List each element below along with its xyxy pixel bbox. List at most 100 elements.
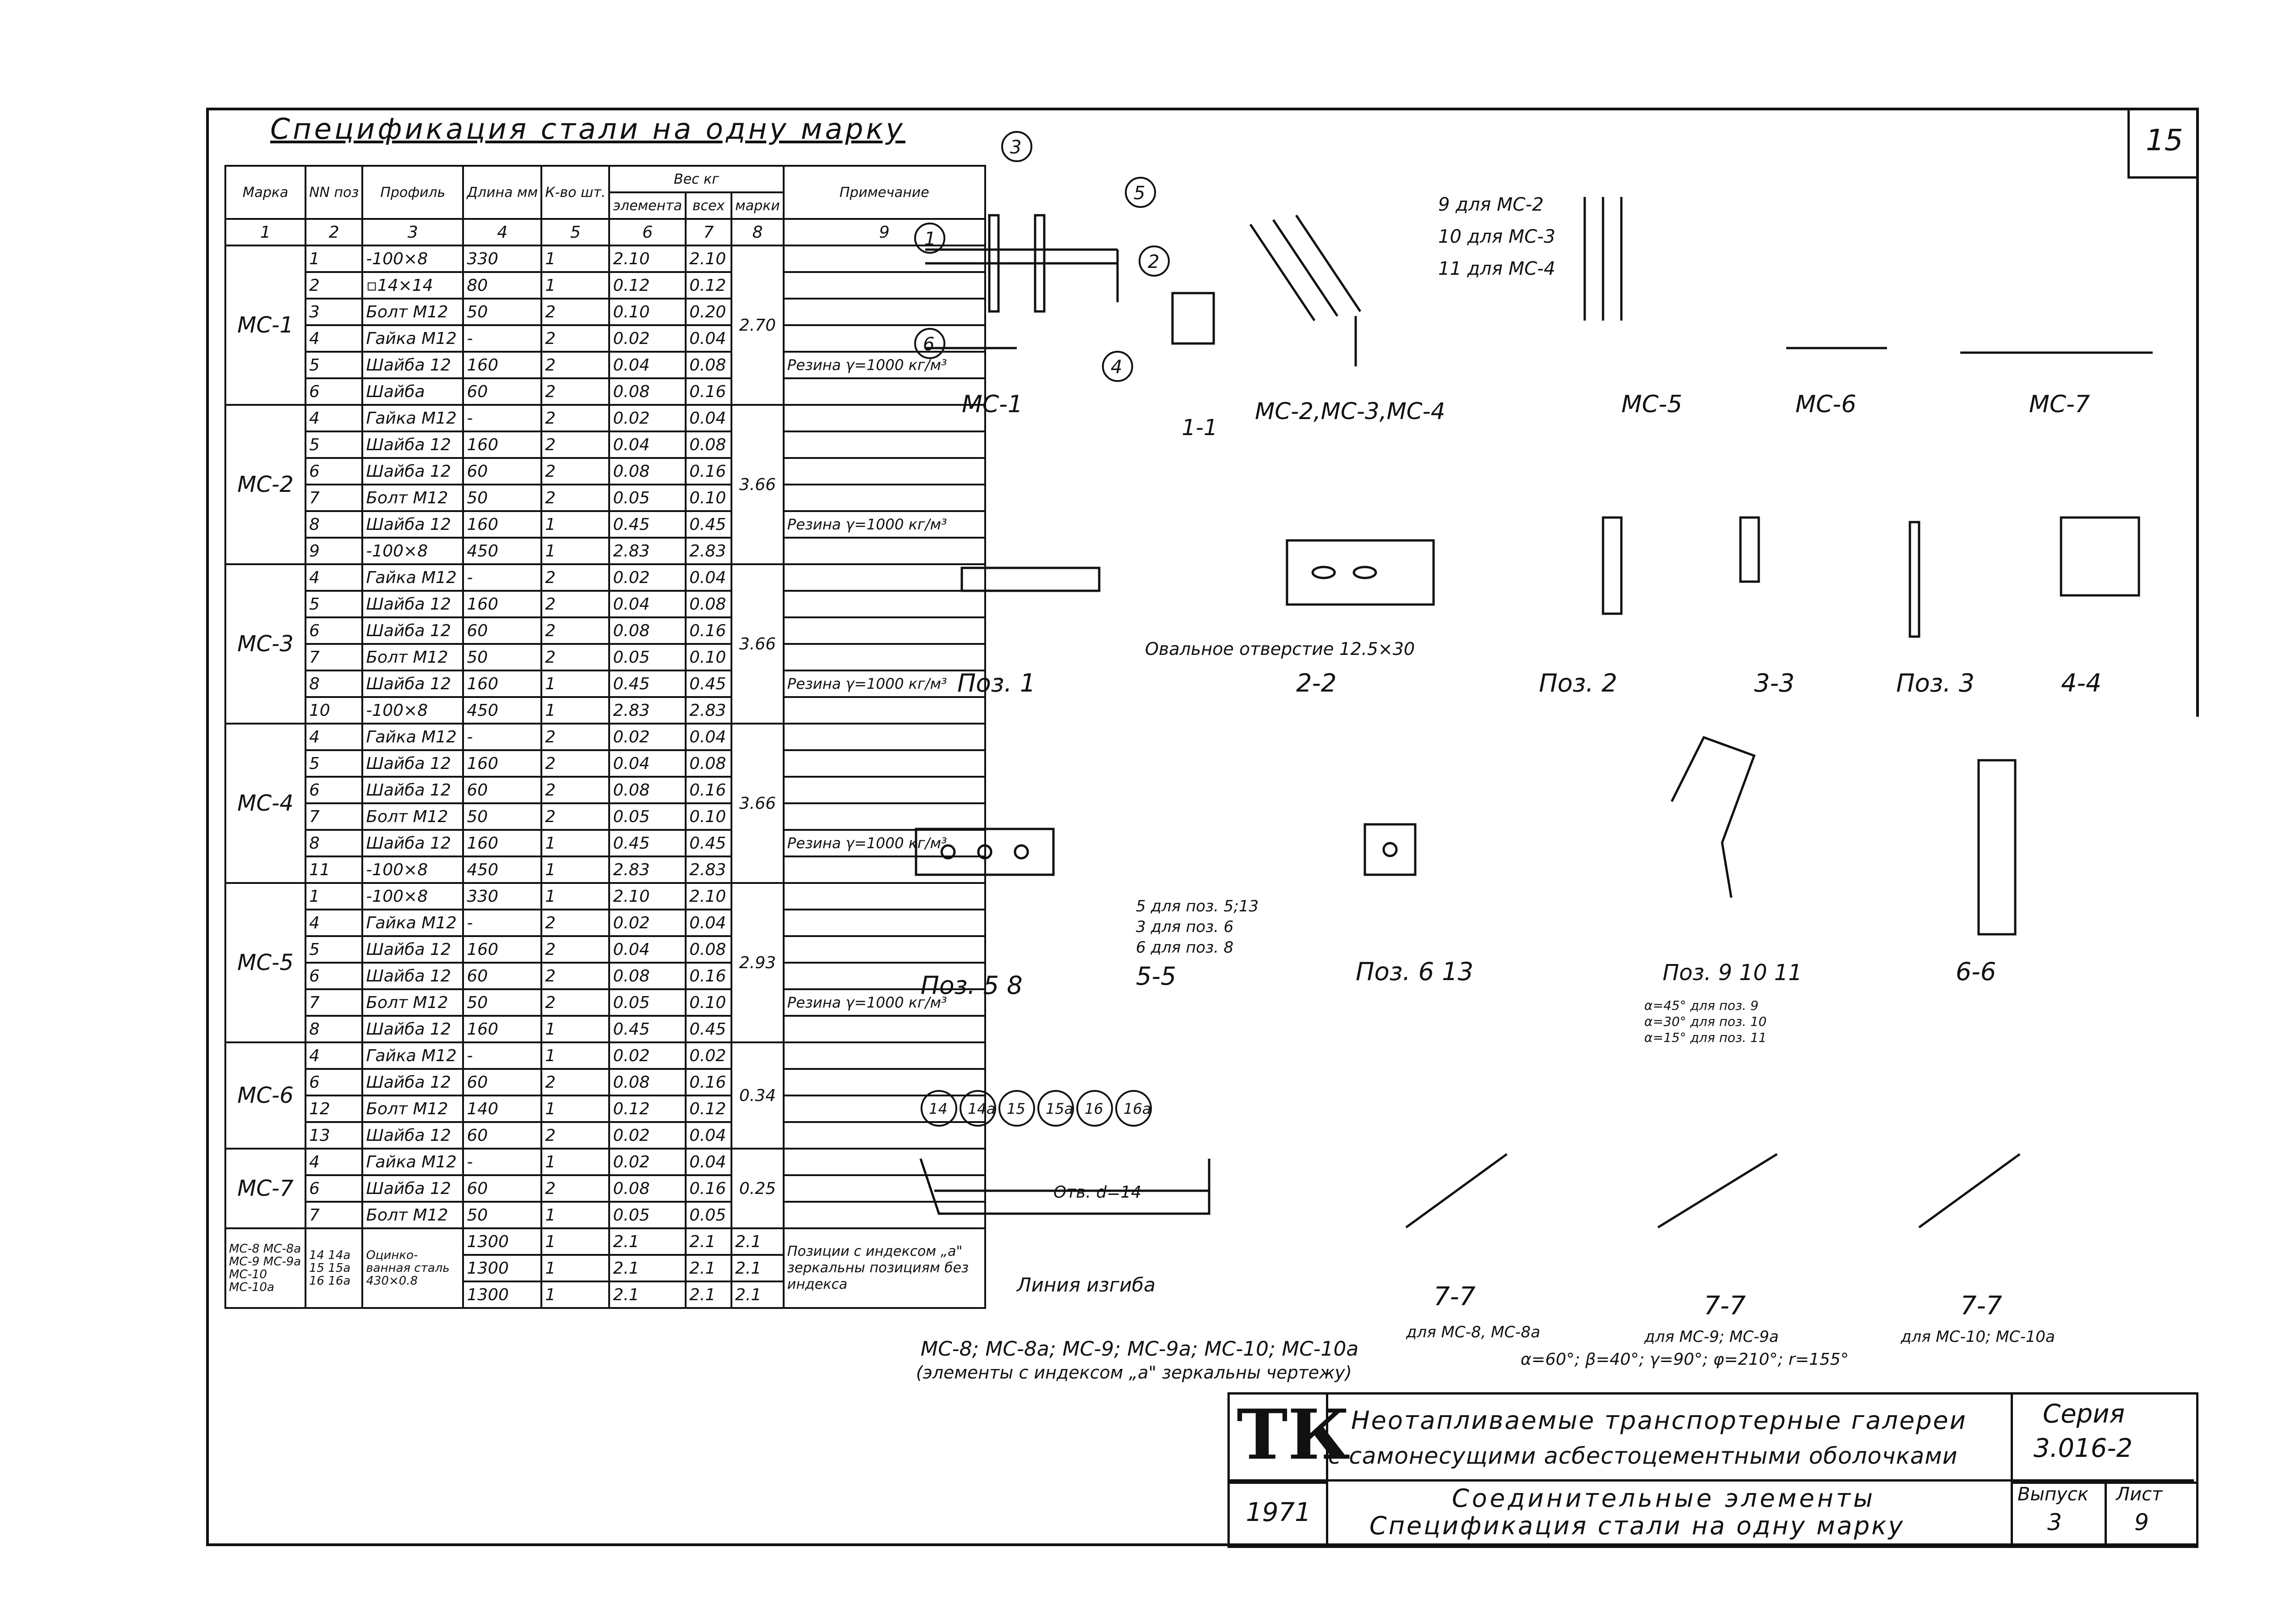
- col-number: 3: [361, 218, 464, 246]
- cell-profile: Шайба 12: [361, 1121, 464, 1150]
- note-cell: [782, 1095, 986, 1123]
- cell-w-elem: 0.08: [608, 776, 687, 804]
- cell-length: 50: [462, 802, 543, 831]
- bend-line-label: Линия изгиба: [1016, 1274, 1156, 1296]
- note-cell: [782, 1068, 986, 1096]
- cell-qty: 2: [540, 616, 611, 645]
- pos1-plate: [960, 567, 1101, 592]
- frame-right-line: [2196, 108, 2199, 717]
- cell-pos: 4: [304, 404, 364, 432]
- header-length: Длина мм: [462, 165, 543, 220]
- cell-w-mark: 2.1: [731, 1254, 785, 1282]
- cell-length: 60: [462, 1068, 543, 1096]
- cell-w-elem: 0.02: [608, 404, 687, 432]
- cell-qty: 1: [540, 882, 611, 910]
- oval-hole-note: Овальное отверстие 12.5×30: [1145, 639, 1415, 659]
- cell-profile: Шайба 12: [361, 457, 464, 485]
- note-cell: [782, 1174, 986, 1203]
- callout-circle: [914, 223, 945, 254]
- legend-pos10: 10 для МС-3: [1438, 226, 1555, 247]
- cell-profile: -100×8: [361, 856, 464, 884]
- cell-profile: Болт М12: [361, 643, 464, 671]
- cell-pos: 4: [304, 563, 364, 592]
- cell-length: -: [462, 1041, 543, 1070]
- oval-hole: [1352, 566, 1377, 579]
- cell-pos: 5: [304, 351, 364, 379]
- mark-cell: МС-6: [224, 1041, 306, 1150]
- note-cell: [782, 696, 986, 725]
- cell-pos: 4: [304, 1041, 364, 1070]
- note-cell: Резина γ=1000 кг/м³: [782, 351, 986, 379]
- cell-profile: Гайка М12: [361, 563, 464, 592]
- mark-total-weight: 0.34: [731, 1041, 785, 1150]
- cell-qty: 2: [540, 563, 611, 592]
- cell-length: 50: [462, 298, 543, 326]
- cell-w-mark: 2.1: [731, 1281, 785, 1309]
- cell-pos: 6: [304, 377, 364, 406]
- cell-length: 450: [462, 537, 543, 565]
- note-cell: [782, 377, 986, 406]
- titleblock-sheet-title-1: Соединительные элементы: [1452, 1484, 1876, 1513]
- cell-pos: 5: [304, 590, 364, 618]
- note-cell: [782, 1121, 986, 1150]
- cell-profile: Шайба 12: [361, 670, 464, 698]
- cell-length: 160: [462, 351, 543, 379]
- callout-circle: [1139, 245, 1170, 277]
- mirror-note: (элементы с индексом „а" зеркальны черте…: [916, 1362, 1352, 1383]
- note-cell: [782, 298, 986, 326]
- header-profile: Профиль: [361, 165, 464, 220]
- cell-length: 160: [462, 829, 543, 857]
- cell-profile: -100×8: [361, 537, 464, 565]
- mark-total-weight: 2.93: [731, 882, 785, 1043]
- cell-pos: 7: [304, 1201, 364, 1229]
- cell-w-all: 0.10: [685, 484, 733, 512]
- for-pos-note: 3 для поз. 6: [1136, 918, 1233, 936]
- cell-profile: Шайба 12: [361, 776, 464, 804]
- pos613-plate: [1363, 823, 1417, 876]
- callout-number: 15: [1007, 1100, 1025, 1117]
- cell-qty: 1: [540, 537, 611, 565]
- cell-pos: 8: [304, 510, 364, 539]
- cell-w-elem: 0.45: [608, 670, 687, 698]
- cell-w-elem: 0.10: [608, 298, 687, 326]
- titleblock-logo: ТК: [1237, 1395, 1351, 1475]
- cell-length: -: [462, 404, 543, 432]
- cell-pos: 6: [304, 776, 364, 804]
- cell-w-elem: 2.83: [608, 696, 687, 725]
- note-cell: Резина γ=1000 кг/м³: [782, 510, 986, 539]
- mc2-washer-line: [1249, 223, 1316, 322]
- label-pos1: Поз. 1: [957, 669, 1036, 698]
- note-cell: [782, 882, 986, 910]
- cell-w-all: 2.83: [685, 537, 733, 565]
- mark-cell: МС-1: [224, 245, 306, 406]
- note-cell: [782, 723, 986, 751]
- cell-qty: 1: [540, 510, 611, 539]
- cell-pos: 7: [304, 484, 364, 512]
- callout-circle: [1102, 351, 1133, 382]
- for-pos-note: 5 для поз. 5;13: [1136, 897, 1259, 916]
- cell-pos: 11: [304, 856, 364, 884]
- cell-profile: Гайка М12: [361, 909, 464, 937]
- cell-pos: 6: [304, 962, 364, 990]
- mark-total-weight: 2.70: [731, 245, 785, 406]
- cell-w-all: 0.04: [685, 563, 733, 592]
- cell-qty: 1: [540, 1095, 611, 1123]
- note-cell: [782, 1148, 986, 1176]
- cell-pos: 6: [304, 1174, 364, 1203]
- note-cell: [782, 563, 986, 592]
- note-cell: [782, 909, 986, 937]
- titleblock-issue-value: 3: [2047, 1509, 2062, 1536]
- mc1-bolt-shape: [988, 214, 1000, 313]
- cell-length: 1300: [462, 1254, 543, 1282]
- cell-w-elem: 0.04: [608, 749, 687, 778]
- callout-circle: [1001, 131, 1032, 162]
- cell-w-elem: 2.10: [608, 245, 687, 273]
